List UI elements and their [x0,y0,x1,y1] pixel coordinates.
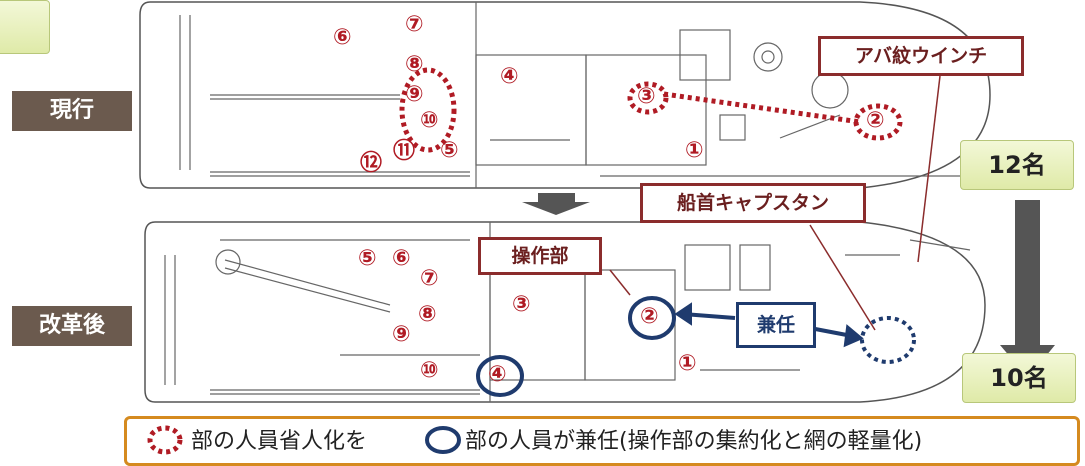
marker-current-1: ① [685,138,704,163]
marker-reformed-7: ⑦ [420,266,439,291]
label-reformed: 改革後 [12,306,132,346]
marker-current-10: ⑩ [420,108,439,133]
marker-reformed-6: ⑥ [392,246,411,271]
marker-reformed-4: ④ [488,362,507,387]
down-arrow [522,193,590,215]
dotted-circle-9-10 [399,67,457,153]
callout-control: 操作部 [478,237,602,275]
marker-current-6: ⑥ [333,25,352,50]
marker-reformed-8: ⑧ [418,302,437,327]
callout-concurrent: 兼任 [736,302,816,348]
marker-reformed-2: ② [640,304,659,329]
marker-reformed-3: ③ [512,292,531,317]
count-before: 12名 [960,140,1074,190]
marker-current-5: ⑤ [440,138,459,163]
legend-text-2: 部の人員が兼任(操作部の集約化と網の軽量化) [465,429,923,454]
legend: 部の人員省人化を 部の人員が兼任(操作部の集約化と網の軽量化) [124,416,1080,466]
legend-solid-circle-icon [425,426,461,454]
marker-current-11: ⑪ [393,139,416,164]
big-down-arrow [1000,200,1055,378]
marker-current-8: ⑧ [405,52,424,77]
marker-current-4: ④ [500,64,519,89]
marker-current-2: ② [866,108,885,133]
marker-reformed-5: ⑤ [358,246,377,271]
marker-current-7: ⑦ [405,12,424,37]
marker-reformed-9: ⑨ [392,322,411,347]
corner-tab [0,0,50,54]
callout-capstan: 船首キャプスタン [640,183,866,223]
dotted-circle-3 [627,81,669,115]
marker-current-3: ③ [637,84,656,109]
legend-dotted-circle-icon [147,425,183,455]
legend-text-1: 部の人員省人化を [191,429,368,454]
marker-current-9: ⑨ [405,82,424,107]
solid-circle-2 [628,296,676,340]
marker-current-12: ⑫ [360,151,383,176]
dotted-circle-capstan [860,316,916,364]
count-after: 10名 [962,353,1076,403]
callout-winch: アバ紋ウインチ [818,36,1024,76]
label-current: 現行 [12,91,132,131]
marker-reformed-1: ① [678,351,697,376]
marker-reformed-10: ⑩ [420,358,439,383]
hull-reformed [144,221,986,403]
hull-current [139,1,991,189]
solid-circle-4 [476,355,524,397]
